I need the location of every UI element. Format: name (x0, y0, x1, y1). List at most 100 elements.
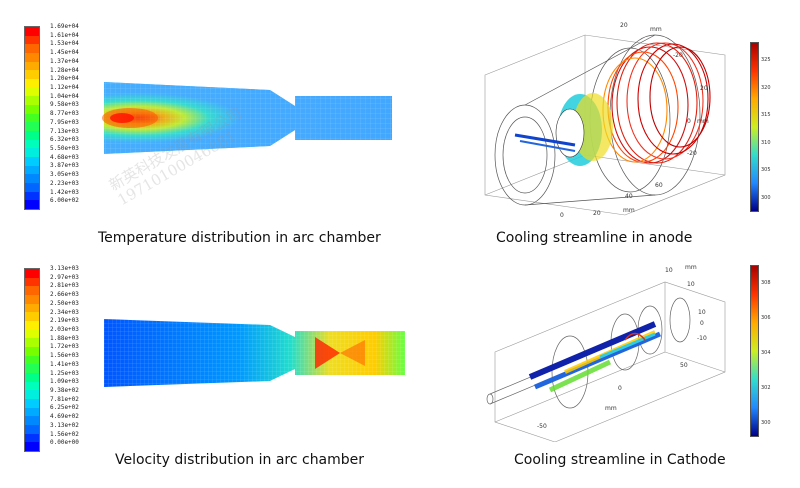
velocity-legend-label: 1.88e+03 (50, 334, 79, 342)
anode-caption: Cooling streamline in anode (496, 230, 693, 246)
velocity-legend-swatch (25, 425, 39, 435)
velocity-legend-label: 2.66e+03 (50, 291, 79, 299)
velocity-legend-swatch (25, 407, 39, 417)
temperature-legend-swatch (25, 157, 39, 167)
velocity-legend-label: 3.13e+03 (50, 265, 79, 272)
velocity-legend-swatch (25, 433, 39, 443)
cathode-colorbar-label: 304 (761, 350, 771, 356)
velocity-legend-swatch (25, 312, 39, 322)
velocity-legend-label: 3.13e+02 (50, 421, 79, 429)
cathode-axis-right-2: 0 (700, 320, 704, 327)
cathode-axis-right-3: -10 (697, 335, 707, 342)
temperature-legend-label: 1.69e+04 (50, 23, 79, 30)
velocity-legend-swatch (25, 303, 39, 313)
anode-axis-bottom-1: 40 (625, 193, 633, 200)
cathode-axis-top-2: mm (685, 264, 697, 271)
velocity-legend-swatch (25, 381, 39, 391)
temperature-legend-label: 4.68e+03 (50, 153, 79, 161)
temperature-legend-swatch (25, 96, 39, 106)
temperature-legend-label: 2.23e+03 (50, 179, 79, 187)
anode-colorbar-label: 315 (761, 112, 771, 119)
velocity-legend-bar (24, 268, 40, 452)
velocity-legend-label: 6.25e+02 (50, 404, 79, 412)
cathode-colorbar-label: 306 (761, 315, 771, 321)
velocity-legend-swatch (25, 390, 39, 400)
velocity-legend-swatch (25, 373, 39, 383)
temperature-caption: Temperature distribution in arc chamber (98, 230, 381, 246)
temperature-legend-swatch (25, 191, 39, 201)
anode-colorbar-label: 310 (761, 139, 771, 146)
temperature-legend-swatch (25, 113, 39, 123)
temperature-legend-label: 9.58e+03 (50, 101, 79, 109)
anode-axis-top-2: mm (650, 26, 662, 33)
cathode-streamline-plot: 10 mm 10 10 0 -10 50 0 mm -50 (486, 264, 726, 442)
velocity-legend-swatch (25, 321, 39, 331)
velocity-legend-label: 1.25e+03 (50, 369, 79, 377)
velocity-contour-plot (104, 319, 405, 387)
cathode-axis-bottom-1: 50 (680, 362, 688, 369)
temperature-legend-swatch (25, 122, 39, 132)
anode-axis-right-3: mm (697, 118, 709, 125)
temperature-legend-label: 6.00e+02 (50, 197, 79, 205)
temperature-legend-swatch (25, 183, 39, 193)
temperature-legend-label: 1.61e+04 (50, 31, 79, 39)
velocity-legend-label: 1.72e+03 (50, 343, 79, 351)
velocity-legend-swatch (25, 295, 39, 305)
velocity-legend-label: 2.19e+03 (50, 317, 79, 325)
cathode-axis-top-1: 10 (665, 267, 673, 274)
anode-axis-right-4: -20 (687, 150, 697, 157)
cathode-colorbar-label: 308 (761, 280, 771, 286)
velocity-legend-swatch (25, 416, 39, 426)
velocity-legend-label: 4.69e+02 (50, 413, 79, 421)
temperature-legend-label: 1.12e+04 (50, 84, 79, 91)
velocity-legend-label: 7.81e+02 (50, 395, 79, 403)
temperature-legend-swatch (25, 139, 39, 149)
temperature-legend-swatch (25, 44, 39, 54)
velocity-legend-label: 2.50e+03 (50, 299, 79, 307)
temperature-legend-label: 1.20e+04 (50, 75, 79, 83)
temperature-contour-plot (102, 82, 392, 154)
temperature-legend-label: 7.95e+03 (50, 118, 79, 126)
cathode-colorbar (750, 265, 759, 437)
temperature-legend-label: 1.37e+04 (50, 57, 79, 65)
temperature-legend-swatch (25, 105, 39, 115)
cathode-axis-bottom-4: -50 (537, 423, 547, 430)
anode-colorbar-label: 305 (761, 167, 771, 174)
temperature-legend-bar (24, 26, 40, 210)
temperature-legend-swatch (25, 79, 39, 89)
velocity-legend-label: 2.97e+03 (50, 273, 79, 281)
anode-streamline-plot: 20 mm -20 20 0 mm -20 40 60 20 mm 0 (484, 22, 726, 219)
cathode-axis-bottom-3: mm (605, 405, 617, 412)
anode-axis-right-2: 0 (687, 118, 691, 125)
temperature-legend-swatch (25, 148, 39, 158)
temperature-legend-swatch (25, 131, 39, 141)
temperature-legend-label: 3.05e+03 (50, 171, 79, 179)
velocity-legend-label: 1.41e+03 (50, 360, 79, 368)
temperature-legend-swatch (25, 35, 39, 45)
temperature-legend-label: 1.04e+04 (50, 92, 79, 100)
velocity-legend-label: 1.56e+02 (50, 430, 79, 438)
temperature-legend-label: 8.77e+03 (50, 110, 79, 118)
temperature-legend-label: 1.42e+03 (50, 188, 79, 196)
velocity-legend-swatch (25, 442, 39, 452)
temperature-legend-swatch (25, 200, 39, 210)
anode-axis-top-1: 20 (620, 22, 628, 29)
cathode-axis-right-1: 10 (698, 309, 706, 316)
velocity-caption: Velocity distribution in arc chamber (115, 452, 365, 468)
anode-axis-top-3: -20 (673, 52, 683, 59)
temperature-legend-label: 1.45e+04 (50, 49, 79, 57)
anode-colorbar-label: 320 (761, 84, 771, 91)
velocity-legend-label: 9.38e+02 (50, 387, 79, 394)
anode-colorbar (750, 42, 759, 212)
temperature-legend-label: 7.13e+03 (50, 127, 79, 135)
temperature-legend-label: 1.53e+04 (50, 40, 79, 48)
temperature-legend-swatch (25, 165, 39, 175)
velocity-legend-swatch (25, 355, 39, 365)
temperature-legend-swatch (25, 27, 39, 37)
